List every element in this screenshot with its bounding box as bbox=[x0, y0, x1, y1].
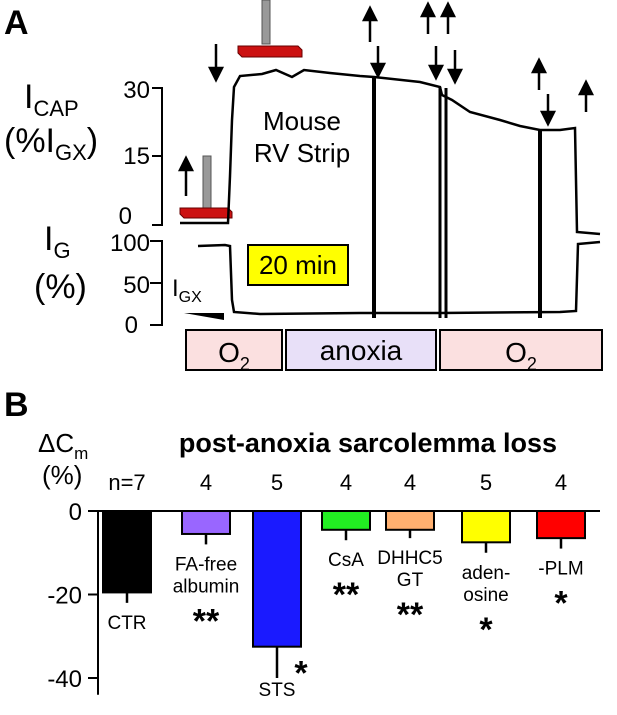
icap-trace bbox=[180, 68, 601, 236]
arrow-up-icon bbox=[177, 155, 195, 196]
svg-text:O2: O2 bbox=[505, 337, 537, 374]
significance-stars: * bbox=[554, 585, 568, 623]
scale-bar-box bbox=[247, 244, 349, 286]
svg-text:O2: O2 bbox=[218, 337, 250, 374]
electrode-icon-top bbox=[237, 0, 303, 58]
arrow-down-icon bbox=[446, 50, 464, 85]
n-label: n=7 bbox=[108, 470, 145, 495]
bar-csa bbox=[321, 510, 371, 531]
arrow-up-icon bbox=[439, 1, 457, 34]
igx-label: IGX bbox=[172, 275, 202, 306]
arrow-down-icon bbox=[539, 94, 557, 127]
n-label: 4 bbox=[555, 470, 567, 495]
significance-stars: ** bbox=[333, 576, 360, 614]
arrow-down-icon bbox=[207, 44, 225, 83]
icap-axis bbox=[152, 87, 163, 226]
arrow-up-icon bbox=[530, 57, 548, 90]
icap-axis-unit: (%IGX) bbox=[4, 122, 98, 165]
n-label: 4 bbox=[340, 470, 352, 495]
ig-tick-0: 0 bbox=[125, 312, 138, 339]
category-label: osine bbox=[463, 585, 508, 606]
prep-label-line2: RV Strip bbox=[254, 138, 350, 168]
significance-stars: * bbox=[294, 655, 308, 693]
condition-bar-o2-first: O2 bbox=[185, 329, 283, 374]
ig-trace bbox=[197, 240, 601, 316]
panel-a-letter: A bbox=[4, 4, 29, 42]
panel-b-ylabel: ΔCm bbox=[38, 428, 88, 463]
arrow-up-icon bbox=[577, 79, 595, 112]
arrow-up-icon bbox=[361, 5, 379, 42]
arrow-down-icon bbox=[427, 46, 445, 81]
category-label: -PLM bbox=[538, 559, 583, 580]
ig-tick-100: 100 bbox=[110, 230, 150, 257]
panel-b-ylabel-unit: (%) bbox=[42, 460, 82, 490]
n-label: 4 bbox=[200, 470, 212, 495]
igx-marker-arrow bbox=[184, 313, 224, 320]
y-tick-label: 0 bbox=[69, 499, 82, 526]
category-label: aden- bbox=[462, 563, 511, 584]
scale-bar-label: 20 min bbox=[259, 250, 337, 280]
ig-axis-unit: (%) bbox=[34, 268, 87, 306]
y-tick-label: -40 bbox=[47, 666, 82, 693]
category-label: STS bbox=[259, 680, 296, 701]
condition-bar-anoxia: anoxia bbox=[285, 329, 437, 371]
ig-tick-50: 50 bbox=[123, 272, 150, 299]
condition-bar-o2-second: O2 bbox=[439, 329, 603, 374]
arrow-up-icon bbox=[419, 1, 437, 34]
icap-tick-0: 0 bbox=[119, 203, 132, 230]
category-label: CTR bbox=[107, 613, 146, 634]
icap-axis-label: ICAP bbox=[24, 78, 79, 121]
ig-axis bbox=[150, 240, 163, 326]
category-label: FA-free bbox=[175, 554, 237, 575]
bar-fa-free-albumin bbox=[181, 510, 231, 535]
bar-sts bbox=[252, 510, 302, 648]
panel-b-title: post-anoxia sarcolemma loss bbox=[179, 428, 557, 458]
category-label: CsA bbox=[328, 550, 364, 571]
bar-dhhc5-gt bbox=[385, 510, 435, 531]
category-label: GT bbox=[397, 570, 424, 591]
n-label: 4 bbox=[404, 470, 416, 495]
significance-stars: ** bbox=[397, 596, 424, 634]
bar-ctr bbox=[102, 510, 152, 594]
category-label: DHHC5 bbox=[377, 548, 442, 569]
significance-stars: * bbox=[479, 611, 493, 649]
arrows bbox=[177, 1, 595, 196]
panel-b-letter: B bbox=[4, 386, 29, 424]
bar-adenosine bbox=[461, 510, 511, 544]
n-label: 5 bbox=[480, 470, 492, 495]
prep-label-line1: Mouse bbox=[263, 106, 341, 136]
icap-tick-15: 15 bbox=[123, 143, 150, 170]
artifact-lines bbox=[372, 77, 542, 318]
significance-stars: ** bbox=[193, 602, 220, 640]
bar-plm bbox=[536, 510, 586, 540]
icap-tick-30: 30 bbox=[123, 77, 150, 104]
ig-axis-label: IG bbox=[44, 220, 71, 263]
arrow-down-icon bbox=[369, 46, 387, 79]
category-label: albumin bbox=[173, 576, 240, 597]
n-label: 5 bbox=[271, 470, 283, 495]
y-tick-label: -20 bbox=[47, 583, 82, 610]
svg-text:anoxia: anoxia bbox=[320, 335, 403, 366]
bar-chart: 0-20-40n=7CTR4FA-freealbumin**5STS*4CsA*… bbox=[47, 470, 600, 701]
